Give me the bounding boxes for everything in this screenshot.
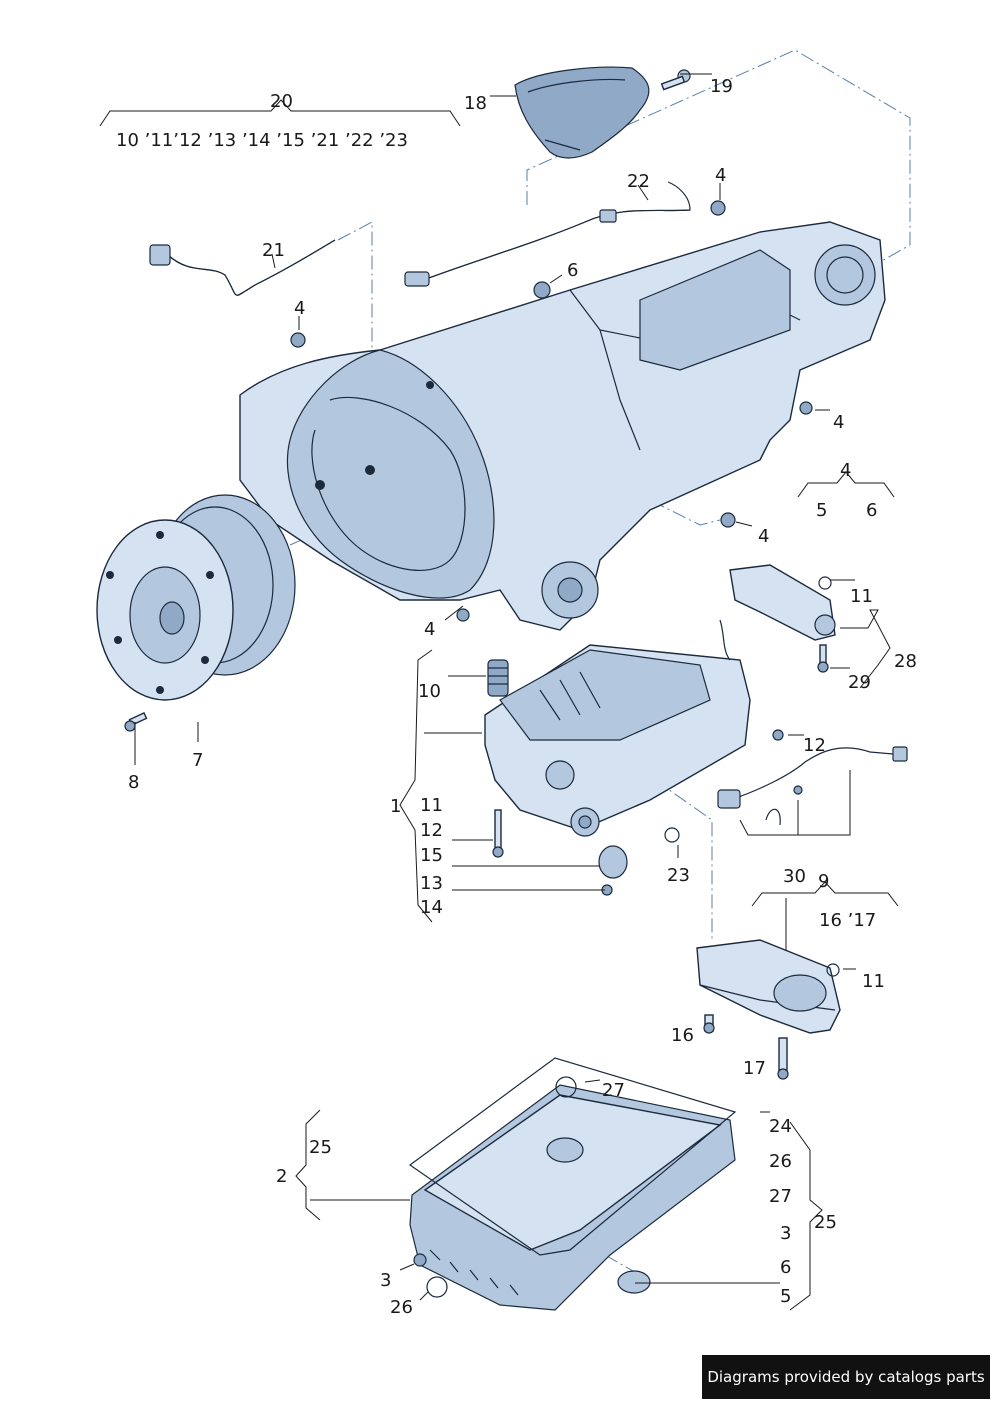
callout-13: 13: [420, 873, 443, 894]
callout-9: 9: [818, 871, 829, 892]
callout-11-c: 11: [862, 971, 885, 992]
callout-23: 23: [667, 865, 690, 886]
leader-lines: [99, 73, 899, 1311]
callout-7: 7: [192, 750, 203, 771]
callout-19: 19: [710, 76, 733, 97]
callout-28: 28: [894, 651, 917, 672]
callout-22: 22: [627, 171, 650, 192]
callout-14: 14: [420, 897, 443, 918]
callout-5-group: 5: [816, 500, 827, 521]
callout-12-right: 12: [803, 735, 826, 756]
plugs-part: [290, 200, 813, 622]
heat-shield-part: [514, 66, 650, 159]
callout-24: 24: [769, 1116, 792, 1137]
callout-27-top: 27: [602, 1080, 625, 1101]
callout-20: 20: [270, 91, 293, 112]
callout-11-b: 11: [420, 795, 443, 816]
callout-18: 18: [464, 93, 487, 114]
callout-26-right: 26: [769, 1151, 792, 1172]
callout-4-mid: 4: [758, 526, 769, 547]
callout-3-right: 3: [780, 1223, 791, 1244]
callout-10: 10: [418, 681, 441, 702]
callout-6-top: 6: [567, 260, 578, 281]
callout-4-group: 4: [840, 460, 851, 481]
valve-body-fasteners-part: [492, 809, 680, 896]
callout-25-left: 25: [309, 1137, 332, 1158]
callout-27-right: 27: [769, 1186, 792, 1207]
callout-26-left: 26: [390, 1297, 413, 1318]
valve-body-part: [484, 619, 751, 837]
callout-21: 21: [262, 240, 285, 261]
callout-4-top: 4: [715, 165, 726, 186]
torque-converter-part: [96, 494, 296, 732]
sensor-12-part: [717, 729, 908, 826]
callout-11-a: 11: [850, 586, 873, 607]
callout-15: 15: [420, 845, 443, 866]
callout-6-right: 6: [780, 1257, 791, 1278]
callout-5-right: 5: [780, 1286, 791, 1307]
credit-text: Diagrams provided by catalogs parts: [707, 1368, 985, 1386]
harness-21-part: [149, 239, 336, 296]
callout-4-bottom: 4: [424, 619, 435, 640]
oil-pan-part: [408, 1057, 737, 1311]
callout-1: 1: [390, 796, 401, 817]
callout-29: 29: [848, 672, 871, 693]
callout-labels: 20 10 ’11’12 ’13 ’14 ’15 ’21 ’22 ’23 18 …: [116, 76, 917, 1318]
harness-22-part: [404, 181, 691, 287]
callout-3-left: 3: [380, 1270, 391, 1291]
callout-6-group: 6: [866, 500, 877, 521]
bolt-19-part: [660, 69, 691, 91]
callout-16-17: 16 ’17: [819, 910, 876, 931]
callout-17: 17: [743, 1058, 766, 1079]
credit-badge: Diagrams provided by catalogs parts: [702, 1355, 990, 1399]
mechatronic-module-part: [696, 939, 841, 1080]
callout-16: 16: [671, 1025, 694, 1046]
callout-30: 30: [783, 866, 806, 887]
callout-8: 8: [128, 772, 139, 793]
callout-12-b: 12: [420, 820, 443, 841]
spring-10-part: [487, 659, 509, 697]
actuator-28-part: [729, 564, 836, 673]
callout-2: 2: [276, 1166, 287, 1187]
callout-20-list: 10 ’11’12 ’13 ’14 ’15 ’21 ’22 ’23: [116, 130, 408, 151]
callout-4-right: 4: [833, 412, 844, 433]
callout-4-left: 4: [294, 298, 305, 319]
transmission-housing-part: [239, 221, 886, 631]
callout-25-right: 25: [814, 1212, 837, 1233]
